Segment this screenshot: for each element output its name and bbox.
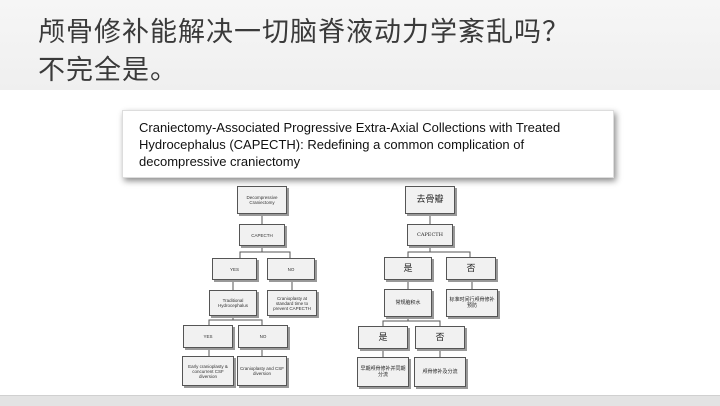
flow-node-cn-early: 早期颅骨修补并同期分流	[357, 357, 409, 387]
flow-node-cn-decompression: 去骨瓣	[405, 186, 455, 214]
title-panel: 颅骨修补能解决一切脑脊液动力学紊乱吗？ 不完全是。	[0, 0, 720, 90]
flow-node-decompressive-craniectomy: Decompressive Craniectomy	[237, 186, 287, 214]
flow-node-yes-2: YES	[183, 325, 233, 348]
connector	[382, 317, 409, 326]
paper-title: Craniectomy-Associated Progressive Extra…	[139, 119, 609, 170]
connector	[239, 246, 263, 258]
flow-node-cn-hydrocephalus: 常规脑积水	[384, 289, 432, 317]
flow-node-early-cranioplasty: Early cranioplasty & concurrent CSF dive…	[182, 356, 234, 386]
flow-node-cn-shunt: 颅骨修补及分流	[414, 357, 466, 387]
paper-title-box: Craniectomy-Associated Progressive Extra…	[122, 110, 614, 178]
flow-node-cn-yes-2: 是	[358, 326, 408, 349]
flow-node-cn-no-2: 否	[415, 326, 465, 349]
flow-node-standard-cranioplasty: Cranioplasty at standard time to prevent…	[267, 290, 317, 316]
flow-node-cranioplasty-csf: Cranioplasty and CSF diversion	[237, 356, 287, 386]
flow-node-capecth: CAPECTH	[239, 224, 285, 246]
connector	[208, 316, 234, 325]
slide-title-line-1: 颅骨修补能解决一切脑脊液动力学紊乱吗？	[38, 17, 570, 48]
paper-title-line-2: Hydrocephalus (CAPECTH): Redefining a co…	[139, 137, 525, 152]
flow-node-no-2: NO	[238, 325, 288, 348]
paper-title-line-3: decompressive craniectomy	[139, 154, 301, 169]
flow-node-traditional-hydrocephalus: Traditional Hydrocephalus	[209, 290, 257, 316]
flow-node-cn-no: 否	[446, 257, 496, 280]
paper-title-line-1: Craniectomy-Associated Progressive Extra…	[139, 120, 561, 135]
footer-bar	[0, 395, 720, 406]
flow-node-cn-yes: 是	[384, 257, 432, 280]
connector	[407, 246, 431, 257]
flow-node-cn-capecth: CAPECTH	[407, 224, 453, 246]
flow-node-yes: YES	[212, 258, 257, 280]
flow-node-cn-standard: 标准时间行颅骨修补预防	[446, 289, 498, 317]
flow-node-no: NO	[267, 258, 315, 280]
slide-title-line-2: 不完全是。	[38, 55, 178, 86]
